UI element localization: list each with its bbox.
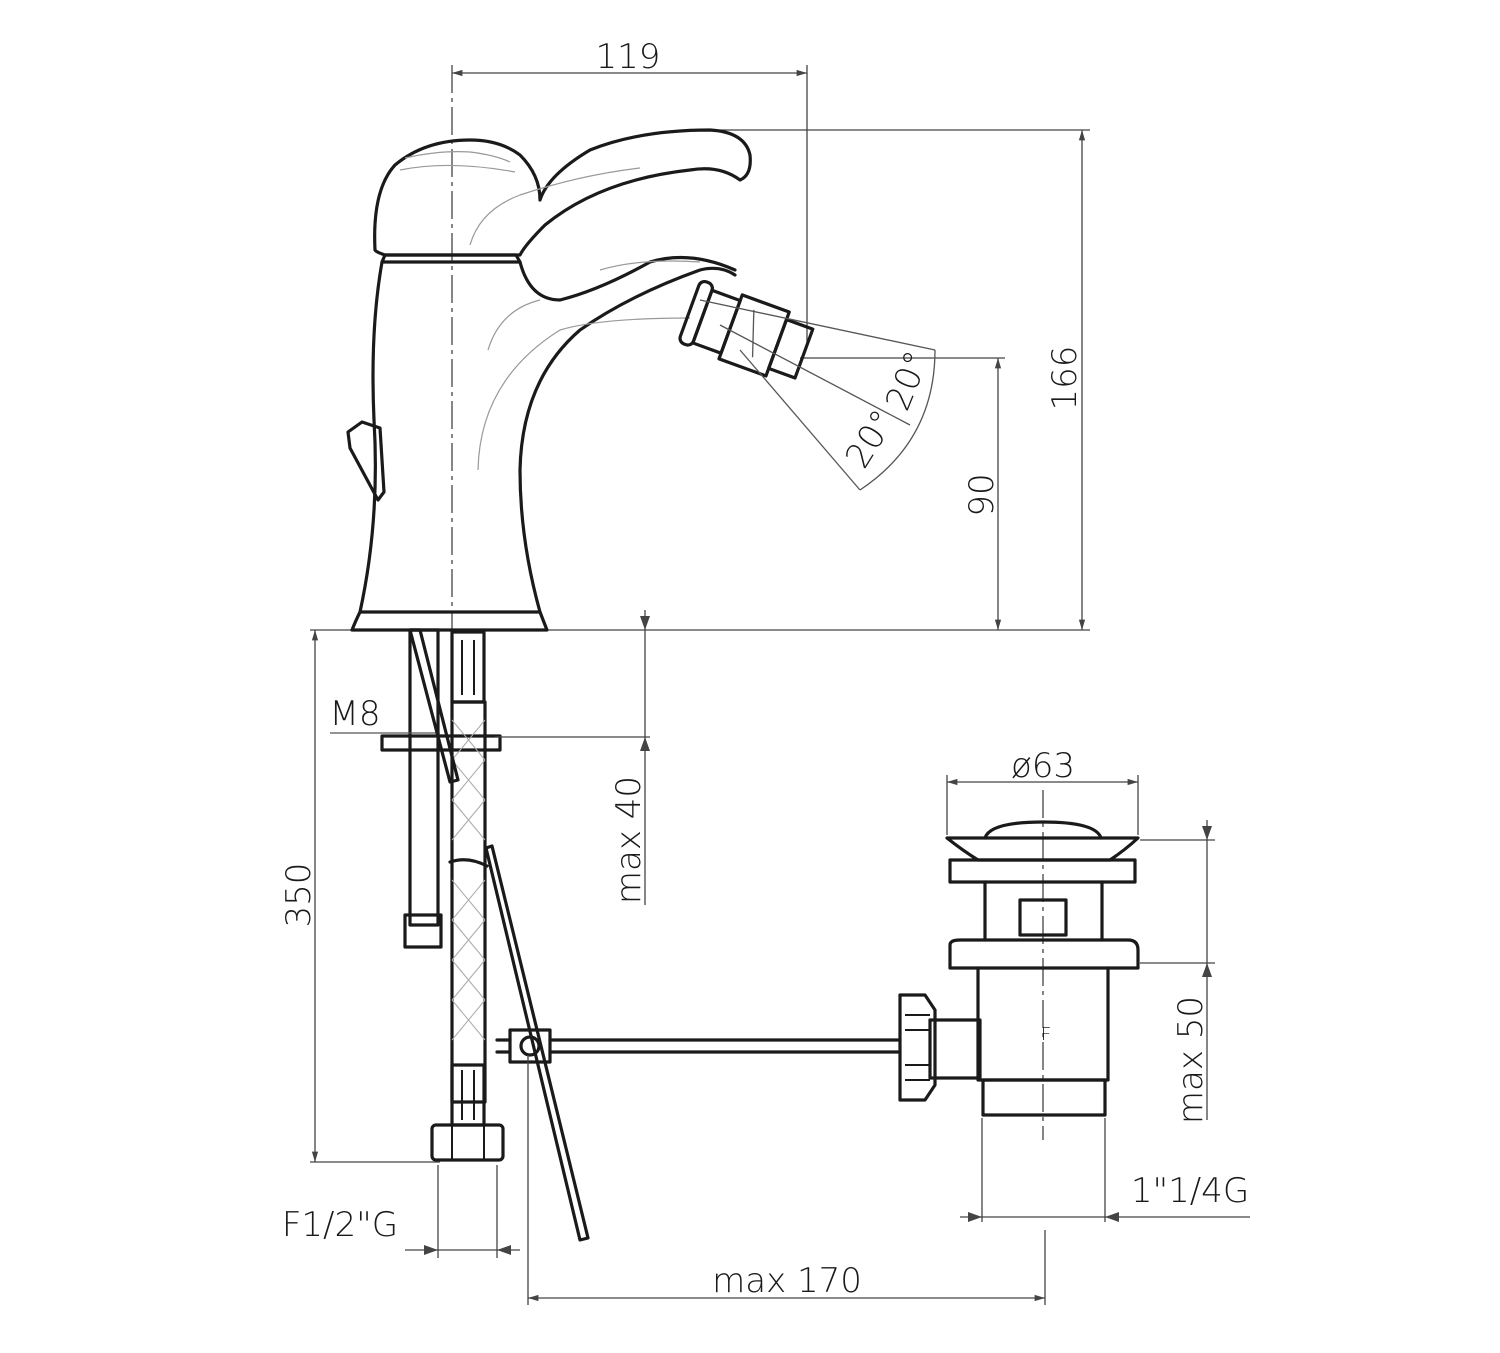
dim-label-max-170: max 170 xyxy=(712,1261,862,1301)
dimension-max-170: max 170 xyxy=(527,1055,1046,1305)
dim-label-350: 350 xyxy=(279,863,319,928)
spray-angle: 20° 20° xyxy=(699,299,938,491)
dim-label-max-40: max 40 xyxy=(609,776,649,904)
dim-label-diameter-63: ø63 xyxy=(1011,746,1075,786)
dim-label-119: 119 xyxy=(596,37,661,77)
dimension-hose-thread: F1/2"G xyxy=(282,1165,520,1258)
dim-label-m8: M8 xyxy=(330,694,381,734)
spray-nozzle xyxy=(678,279,815,380)
drain-mark: F xyxy=(1041,1024,1051,1045)
dim-label-max-50: max 50 xyxy=(1171,996,1211,1124)
angle-label-lower: 20° xyxy=(838,403,904,475)
popup-drain: F xyxy=(898,790,1140,1140)
dim-label-90: 90 xyxy=(962,473,1002,516)
popup-linkage xyxy=(408,628,902,1242)
flexible-hose xyxy=(430,630,505,1162)
dimension-119: 119 xyxy=(452,37,808,345)
dimension-diameter-63: ø63 xyxy=(946,746,1139,835)
dimension-166: 166 xyxy=(310,129,1090,631)
dimension-drain-thread: 1"1/4G xyxy=(960,1118,1250,1222)
dimension-90: 90 xyxy=(800,357,1005,630)
angle-label-upper: 20° xyxy=(878,345,938,416)
dimension-max-50: max 50 xyxy=(1140,820,1215,1124)
dimension-350: 350 xyxy=(279,630,440,1163)
faucet-body xyxy=(346,128,752,632)
dim-label-f12g: F1/2"G xyxy=(282,1205,398,1245)
dim-label-114g: 1"1/4G xyxy=(1131,1171,1249,1211)
dimension-max-40: max 40 xyxy=(495,610,650,905)
dim-label-166: 166 xyxy=(1045,346,1085,411)
